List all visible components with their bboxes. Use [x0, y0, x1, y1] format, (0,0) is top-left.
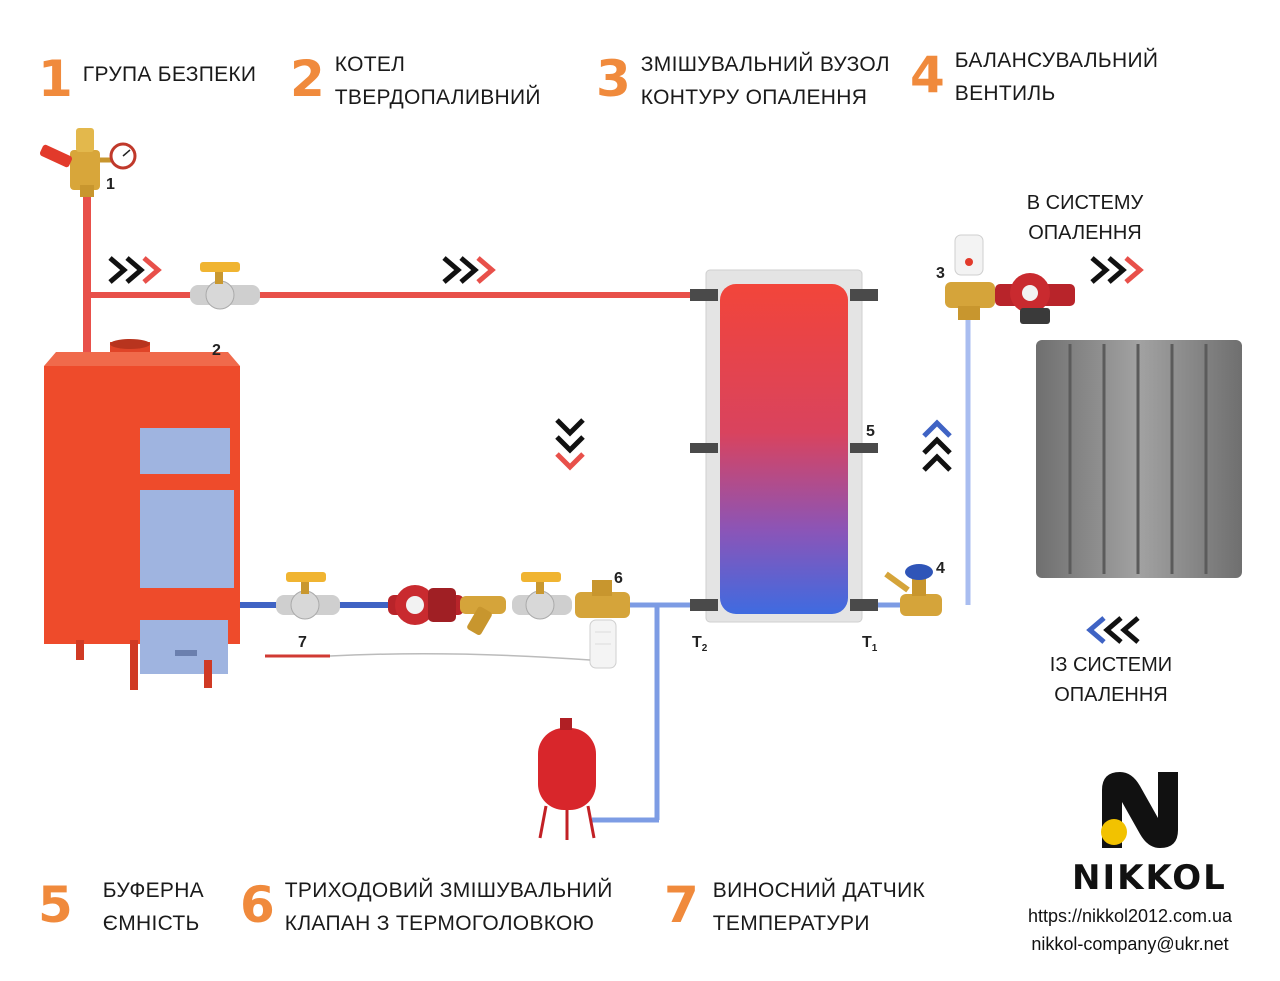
- legend-text: ВИНОСНИЙ ДАТЧИК ТЕМПЕРАТУРИ: [709, 874, 925, 940]
- legend-number: 3: [596, 50, 631, 108]
- legend-text: БУФЕРНА ЄМНІСТЬ: [83, 874, 204, 940]
- brand-email[interactable]: nikkol-company@ukr.net: [1031, 934, 1229, 954]
- legend-item-7: 7 ВИНОСНИЙ ДАТЧИК ТЕМПЕРАТУРИ: [664, 874, 925, 940]
- nikkol-logo-mark: [1101, 772, 1178, 848]
- legend-line: ЗМІШУВАЛЬНИЙ ВУЗОЛ: [640, 53, 890, 76]
- flow-label-line: В СИСТЕМУ: [1026, 192, 1144, 214]
- three-way-valve-icon: [575, 580, 630, 669]
- legend-line: БУФЕРНА: [102, 879, 204, 902]
- flow-arrows-hot-2-icon: [442, 256, 496, 284]
- ball-valve-return-2-icon: [512, 572, 572, 620]
- legend-line: ТРИХОДОВИЙ ЗМІШУВАЛЬНИЙ: [284, 879, 613, 902]
- legend-line: ТЕМПЕРАТУРИ: [712, 912, 870, 935]
- ball-valve-return-1-icon: [276, 572, 340, 620]
- tag-t1: T1: [862, 634, 877, 654]
- flow-arrows-hot-1-icon: [108, 256, 162, 284]
- flow-label-line: ІЗ СИСТЕМИ: [1049, 654, 1173, 676]
- legend-number: 2: [290, 50, 325, 108]
- legend-text: КОТЕЛ ТВЕРДОПАЛИВНИЙ: [335, 48, 541, 114]
- legend-number: 1: [38, 50, 73, 108]
- legend-line: ТВЕРДОПАЛИВНИЙ: [334, 86, 541, 109]
- legend-item-4: 4 БАЛАНСУВАЛЬНИЙ ВЕНТИЛЬ: [910, 44, 1158, 110]
- legend-line: ГРУПА БЕЗПЕКИ: [82, 63, 257, 86]
- legend-item-2: 2 КОТЕЛ ТВЕРДОПАЛИВНИЙ: [290, 48, 541, 114]
- legend-line: КЛАПАН З ТЕРМОГОЛОВКОЮ: [284, 912, 595, 935]
- brand-name: NIKKOL: [1072, 858, 1227, 898]
- tag-t2-letter: T: [692, 634, 702, 651]
- legend-line: ВИНОСНИЙ ДАТЧИК: [712, 879, 925, 902]
- legend-line: КОТЕЛ: [334, 53, 406, 76]
- remote-temp-sensor-icon: [265, 653, 591, 661]
- expansion-vessel-icon: [538, 718, 596, 840]
- tag-boiler: 2: [212, 342, 221, 359]
- tag-t2-subscript: 2: [701, 643, 708, 654]
- to-heating-system-label: В СИСТЕМУ ОПАЛЕННЯ: [1010, 188, 1160, 248]
- brand-url[interactable]: https://nikkol2012.com.ua: [1027, 906, 1233, 926]
- tag-safety-group: 1: [106, 176, 115, 193]
- safety-group-icon: [39, 128, 137, 197]
- flow-arrows-down-icon: [555, 418, 585, 471]
- legend-line: БАЛАНСУВАЛЬНИЙ: [954, 49, 1159, 72]
- mixing-unit-icon: [945, 234, 1075, 324]
- balancing-valve-icon: [884, 564, 942, 616]
- tag-three-way-valve: 6: [614, 570, 623, 587]
- from-heating-system-label: ІЗ СИСТЕМИ ОПАЛЕННЯ: [1036, 650, 1186, 710]
- tag-mixing-unit: 3: [936, 265, 945, 282]
- tag-t1-subscript: 1: [871, 643, 878, 654]
- legend-text: ГРУПА БЕЗПЕКИ: [83, 54, 257, 91]
- legend-number: 7: [664, 876, 699, 934]
- tag-t1-letter: T: [862, 634, 872, 651]
- legend-number: 4: [910, 46, 945, 104]
- flow-arrows-out-icon: [1090, 256, 1144, 284]
- legend-text: ТРИХОДОВИЙ ЗМІШУВАЛЬНИЙ КЛАПАН З ТЕРМОГО…: [285, 874, 613, 940]
- legend-line: ВЕНТИЛЬ: [954, 82, 1056, 105]
- flow-label-line: ОПАЛЕННЯ: [1028, 222, 1142, 244]
- solid-fuel-boiler-icon: [44, 339, 240, 690]
- radiator-icon: [1036, 340, 1242, 578]
- flow-label-line: ОПАЛЕННЯ: [1054, 684, 1168, 706]
- legend-item-1: 1 ГРУПА БЕЗПЕКИ: [38, 54, 256, 104]
- legend-line: КОНТУРУ ОПАЛЕННЯ: [640, 86, 868, 109]
- tag-temp-sensor: 7: [298, 634, 307, 651]
- legend-item-5: 5 БУФЕРНА ЄМНІСТЬ: [38, 874, 204, 940]
- strainer-filter-icon: [460, 596, 506, 636]
- legend-item-3: 3 ЗМІШУВАЛЬНИЙ ВУЗОЛ КОНТУРУ ОПАЛЕННЯ: [596, 48, 890, 114]
- circulation-pump-icon: [388, 585, 464, 625]
- hot-supply-pipes: [83, 195, 1165, 590]
- ball-valve-hot-icon: [190, 262, 260, 310]
- flow-arrows-in-icon: [1086, 616, 1140, 644]
- legend-number: 6: [240, 876, 275, 934]
- tag-t2: T2: [692, 634, 707, 654]
- legend-line: ЄМНІСТЬ: [102, 912, 200, 935]
- cold-return-pipes: [235, 318, 1165, 823]
- legend-text: ЗМІШУВАЛЬНИЙ ВУЗОЛ КОНТУРУ ОПАЛЕННЯ: [641, 48, 890, 114]
- buffer-tank-icon: [690, 269, 878, 623]
- tag-buffer-tank: 5: [866, 423, 875, 440]
- tag-balancing-valve: 4: [936, 560, 945, 577]
- legend-text: БАЛАНСУВАЛЬНИЙ ВЕНТИЛЬ: [955, 44, 1158, 110]
- legend-item-6: 6 ТРИХОДОВИЙ ЗМІШУВАЛЬНИЙ КЛАПАН З ТЕРМО…: [240, 874, 613, 940]
- flow-arrows-up-icon: [922, 419, 952, 472]
- legend-number: 5: [38, 876, 73, 934]
